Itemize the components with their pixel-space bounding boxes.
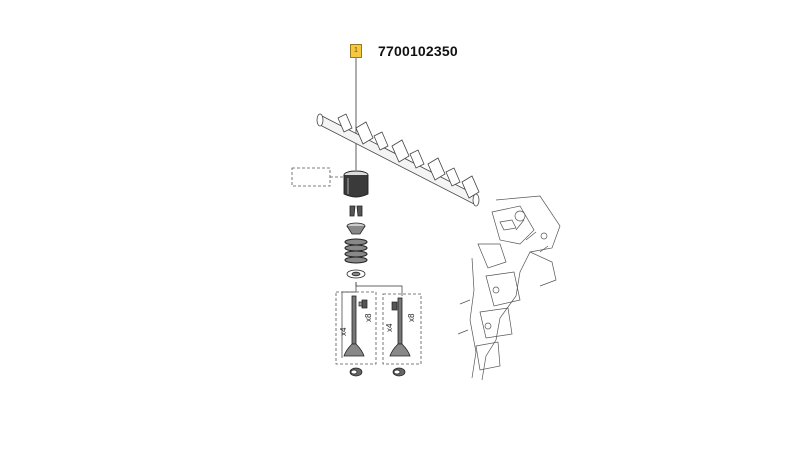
reference-box — [291, 167, 331, 187]
valve-stem-seal-icon — [391, 301, 398, 311]
spring-retainer-icon — [346, 222, 366, 235]
valve-seat-icon — [349, 367, 406, 377]
intake-valve-icon — [343, 295, 365, 357]
exhaust-valve-icon — [389, 297, 411, 357]
right-keeper-qty: x8 — [407, 313, 416, 322]
valve-stem-seal-icon — [358, 299, 368, 309]
valve-keepers-icon — [349, 205, 363, 217]
valve-spring-icon — [344, 238, 368, 264]
left-keeper-qty: x8 — [364, 313, 373, 322]
callout-marker[interactable]: 1 — [350, 44, 362, 58]
part-number-label[interactable]: 7700102350 — [378, 43, 458, 59]
exhaust-group-box — [382, 293, 422, 365]
camshaft-icon — [316, 113, 480, 207]
intake-group-box — [335, 291, 377, 365]
tappet-icon — [343, 170, 369, 198]
engine-block-icon — [457, 195, 561, 381]
group-bracket — [341, 282, 403, 358]
right-valve-qty: x4 — [385, 323, 394, 332]
left-valve-qty: x4 — [339, 327, 348, 336]
spring-seat-icon — [346, 269, 366, 279]
